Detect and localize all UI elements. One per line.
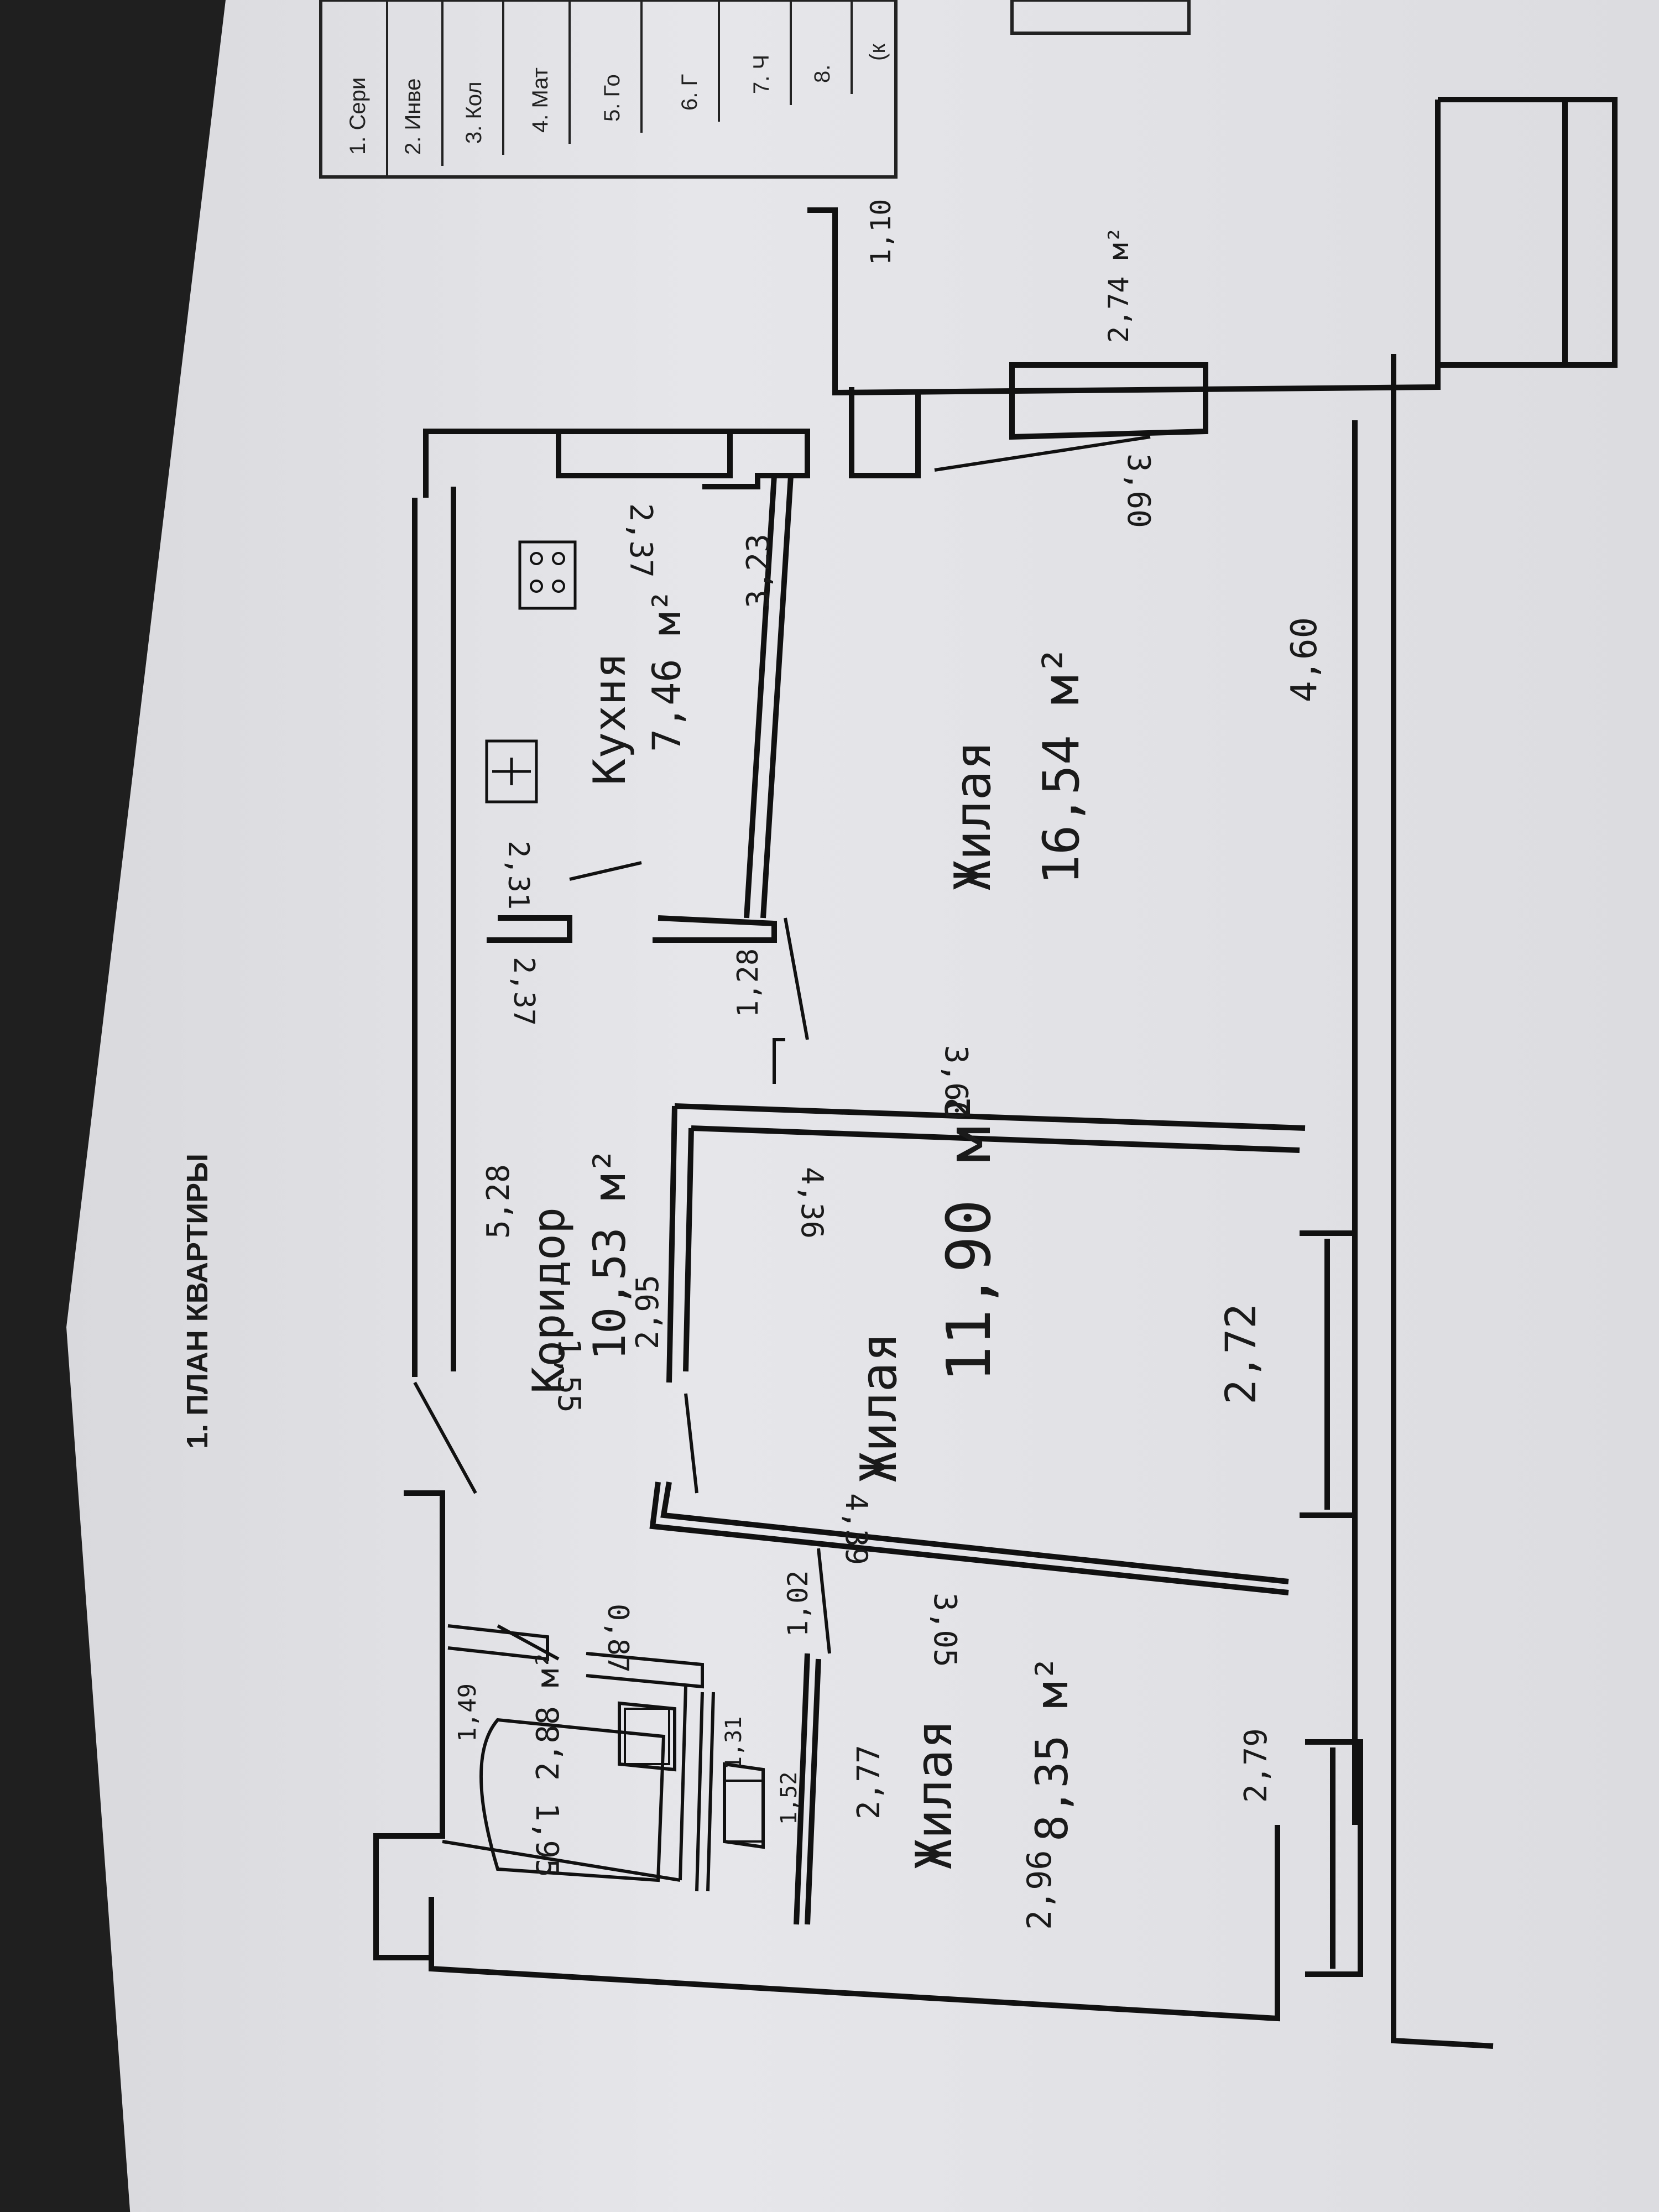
page-title: 1. ПЛАН КВАРТИРЫ — [181, 1154, 214, 1449]
dim-living2-top: 4,36 — [795, 1167, 830, 1239]
dim-living2-bottom: 4,39 — [839, 1493, 874, 1565]
door-swings — [413, 435, 1151, 1661]
dim-balcony-b: 2,74 м² — [1103, 226, 1135, 343]
table-cell-6: 6. Г — [677, 74, 702, 111]
room-area-bathroom: 2,88 м² — [530, 1650, 566, 1781]
outer-walls — [373, 97, 1618, 2049]
room-name-kitchen: Кухня — [584, 652, 635, 785]
sink-icon — [485, 739, 538, 804]
washbasin-icon — [624, 1708, 670, 1765]
dim-wc-side: 1,52 — [776, 1772, 802, 1825]
table-cell-4: 4. Мат — [528, 67, 552, 133]
dim-living3-length: 2,96 — [1020, 1850, 1059, 1931]
room-name-living-1: Жилая — [944, 740, 1002, 890]
table-cell-5: 5. Го — [600, 74, 624, 122]
interior-walls — [442, 431, 1306, 1925]
dim-corridor-length: 5,28 — [481, 1164, 517, 1239]
dim-corridor-side: 1,55 — [551, 1338, 587, 1413]
dimension-labels: 2,37 3,23 2,31 2,37 5,28 2,95 1,55 1,28 … — [453, 199, 1325, 1930]
bathtub-icon — [479, 1718, 666, 1882]
fixtures — [479, 540, 764, 1882]
table-cell-1: 1. Сери — [346, 77, 370, 155]
dim-living3-door: 3,05 — [927, 1593, 963, 1667]
dim-living1-top: 3,60 — [1120, 453, 1156, 528]
room-name-corridor: Коридор — [523, 1207, 575, 1394]
dim-living3-outer: 2,79 — [1238, 1728, 1274, 1803]
room-name-living-2: Жилая — [850, 1332, 908, 1482]
table-cell-9: (к — [865, 44, 890, 61]
room-area-kitchen: 7,46 м² — [644, 589, 690, 752]
toilet-icon — [723, 1780, 764, 1843]
room-area-living-2: 11,90 м² — [933, 1089, 1004, 1383]
dim-bath-door: 0,87 — [601, 1604, 634, 1673]
room-area-living-1: 16,54 м² — [1032, 645, 1091, 885]
stove-icon — [518, 540, 577, 610]
room-name-living-3: Жилая — [905, 1719, 963, 1869]
table-cell-3: 3. Кол — [462, 82, 486, 144]
dim-bath-length: 1,95 — [529, 1803, 565, 1877]
dim-wc-small: 1,31 — [721, 1717, 747, 1770]
table-cell-7: 7. Ч — [749, 55, 774, 94]
room-area-living-3: 8,35 м² — [1026, 1655, 1078, 1841]
dim-living1-length: 4,60 — [1284, 617, 1325, 702]
table-cell-2: 2. Инве — [401, 79, 425, 155]
room-area-corridor: 10,53 м² — [584, 1147, 635, 1360]
dim-kitchen-width: 2,37 — [623, 503, 659, 578]
room-labels: Кухня 7,46 м² Жилая 16,54 м² Коридор 10,… — [523, 589, 1091, 1869]
dim-bath-width: 1,49 — [453, 1683, 482, 1742]
table-cell-8: 8. — [810, 65, 834, 83]
dim-kitchen-length: 3,23 — [740, 534, 776, 608]
dim-balcony-a: 1,10 — [865, 199, 897, 265]
info-table: 1. Сери 2. Инве 3. Кол 4. Мат 5. Го 6. Г… — [319, 0, 1191, 179]
dim-living2-width: 2,72 — [1216, 1303, 1265, 1405]
dim-corridor-width: 2,95 — [630, 1275, 666, 1349]
dim-kitchen-side: 2,31 — [502, 841, 535, 910]
dim-door-small: 1,02 — [782, 1571, 814, 1637]
dim-living3-width: 2,77 — [851, 1745, 887, 1819]
dim-door-width: 1,28 — [732, 948, 765, 1018]
dim-living1-width: 3,60 — [938, 1045, 974, 1120]
dim-corridor-door: 2,37 — [507, 957, 540, 1026]
